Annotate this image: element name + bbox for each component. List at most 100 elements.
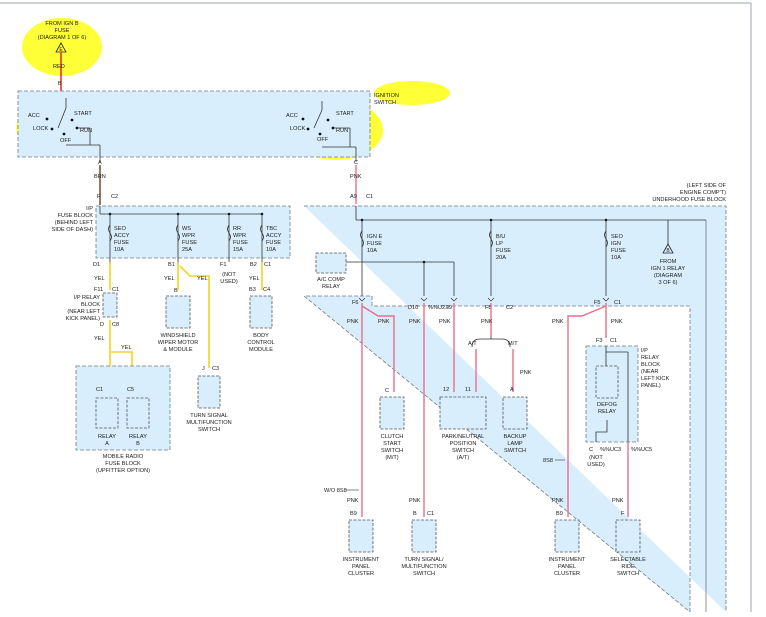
pin-c1-relay-a: C1 bbox=[96, 387, 103, 393]
uh-fuse-3-l2: IGN bbox=[611, 241, 621, 247]
ip-relay-right-l3: BLOCK bbox=[641, 362, 660, 368]
at-label: A/T bbox=[468, 341, 477, 347]
left-acc-label: ACC bbox=[28, 113, 40, 119]
not-used-right-l1: (NOT bbox=[589, 455, 603, 461]
source-fuse-label-2: FUSE bbox=[55, 28, 70, 34]
pin-b2: B2 bbox=[250, 262, 257, 268]
ip-fuse-3-l1: RR bbox=[233, 226, 241, 232]
uh-fuse-2-l3: FUSE bbox=[496, 248, 511, 254]
pin-u9: %%U2Ǝ9 bbox=[428, 305, 452, 311]
cluster2-l1: INSTRUMENT bbox=[549, 557, 586, 563]
ip-fuse-1-l4: 10A bbox=[114, 247, 124, 253]
uh-fuse-1-l2: FUSE bbox=[367, 241, 382, 247]
mobile-radio-label-2: FUSE BLOCK bbox=[105, 461, 141, 467]
not-used-right-l2: USED) bbox=[587, 462, 605, 468]
selectable-ride-switch bbox=[615, 519, 641, 553]
yellow-label-b1: YEL bbox=[164, 276, 175, 282]
yellow-label-branch: YEL bbox=[121, 345, 132, 351]
at-mt-bracket bbox=[471, 335, 511, 348]
ip-relay-right-l5: LEFT KICK bbox=[641, 376, 669, 382]
ride-l1: SELECTABLE bbox=[610, 557, 646, 563]
pink-label-u9: PNK bbox=[439, 319, 451, 325]
pin-c1-b2: C1 bbox=[264, 262, 271, 268]
park-neutral-switch bbox=[439, 396, 487, 430]
pin-b9-2: B9 bbox=[556, 511, 563, 517]
bcm-label-2: CONTROL bbox=[247, 340, 274, 346]
pin-c-ign: C bbox=[354, 160, 358, 166]
pink-label-cluster1: PNK bbox=[347, 498, 359, 504]
ip-fuse-4-l2: ACCY bbox=[266, 233, 282, 239]
red-wire-label: RED bbox=[53, 64, 65, 70]
uh-fuse-2-l4: 20A bbox=[496, 255, 506, 261]
backup-l2: LAMP bbox=[507, 441, 523, 447]
pin-b1: B1 bbox=[168, 262, 175, 268]
uh-fuse-2-l2: LP bbox=[496, 241, 503, 247]
yellow-label-d1: YEL bbox=[94, 276, 105, 282]
backup-l3: SWITCH bbox=[504, 448, 526, 454]
relay-a-label-1: RELAY bbox=[98, 434, 116, 440]
pin-c5-relay-b: C5 bbox=[127, 387, 134, 393]
pin-f1: F1 bbox=[220, 262, 227, 268]
ip-relay-block-left bbox=[102, 292, 118, 318]
right-run-label: RUN bbox=[336, 128, 348, 134]
ip-relay-left-l4: KICK PANEL) bbox=[66, 316, 101, 322]
right-acc-label: ACC bbox=[286, 113, 298, 119]
turn-bottom-l1: TURN SIGNAL/ bbox=[404, 557, 444, 563]
ign1-l3: (DIAGRAM bbox=[654, 273, 682, 279]
windshield-wiper-motor bbox=[165, 295, 191, 329]
pin-c1-f11: C1 bbox=[112, 287, 119, 293]
mobile-radio-label-3: (UPFITTER OPTION) bbox=[96, 468, 150, 474]
clutch-start-switch bbox=[379, 396, 405, 430]
ip-fuse-3-l3: FUSE bbox=[233, 240, 248, 246]
pin-c-defog: C bbox=[589, 447, 593, 453]
ip-fuse-block-label-3: (BEHIND LEFT bbox=[55, 220, 94, 226]
ip-relay-left-l3: (NEAR LEFT bbox=[67, 309, 100, 315]
turn-signal-switch-left bbox=[197, 375, 221, 409]
ac-relay-l1: A/C COMP bbox=[317, 277, 345, 283]
mt-label: M/T bbox=[508, 341, 518, 347]
pink-label-selectable: PNK bbox=[612, 498, 624, 504]
cluster2-l3: CLUSTER bbox=[554, 571, 580, 577]
uh-fuse-3-l4: 10A bbox=[611, 255, 621, 261]
right-lock-label: LOCK bbox=[290, 126, 306, 132]
pink-label-f8: PNK bbox=[481, 319, 493, 325]
pin-a9: A9 bbox=[350, 194, 357, 200]
uh-fuse-3-l3: FUSE bbox=[611, 248, 626, 254]
ip-fuse-2-l2: WPR bbox=[182, 233, 195, 239]
pin-d1: D1 bbox=[93, 262, 100, 268]
pink-label-turn-bottom: PNK bbox=[409, 498, 421, 504]
underhood-label-2: ENGINE COMP'T) bbox=[680, 190, 726, 196]
uh-fuse-2-l1: B/U bbox=[496, 234, 505, 240]
pin-b-wiper: B bbox=[174, 288, 178, 294]
ip-relay-left-l2: BLOCK bbox=[81, 302, 100, 308]
pin-c3: C3 bbox=[212, 366, 219, 372]
clutch-l1: CLUTCH bbox=[381, 434, 404, 440]
cluster1-l1: INSTRUMENT bbox=[343, 557, 380, 563]
ign1-triangle-label: B bbox=[666, 248, 670, 254]
pin-f3: F3 bbox=[596, 338, 603, 344]
pink-label-f5: PNK bbox=[611, 319, 623, 325]
pin-d-relay: D bbox=[100, 322, 104, 328]
pin-f6: F6 bbox=[352, 300, 359, 306]
ip-fuses: SEO ACCY FUSE 10A WS WPR FUSE 25A RR WPR… bbox=[108, 212, 282, 262]
uh-fuse-1-l1: IGN E bbox=[367, 234, 382, 240]
pin-11: 11 bbox=[465, 387, 471, 393]
ip-fuse-2-l3: FUSE bbox=[182, 240, 197, 246]
underhood-label-3: UNDERHOOD FUSE BLOCK bbox=[652, 197, 726, 203]
pin-f5: F5 bbox=[594, 300, 601, 306]
pin-b-top: B bbox=[58, 81, 62, 87]
ip-fuse-4-l3: FUSE bbox=[266, 240, 281, 246]
pin-f-ride: F bbox=[621, 511, 625, 517]
cluster2-l2: PANEL bbox=[558, 564, 576, 570]
right-start-label: START bbox=[336, 111, 354, 117]
ignition-switch-block bbox=[17, 90, 371, 158]
backup-l1: BACKUP bbox=[503, 434, 526, 440]
turn-signal-switch-bottom bbox=[411, 519, 437, 553]
pink-wire-clutch bbox=[361, 305, 395, 392]
instrument-panel-cluster-2 bbox=[554, 519, 580, 553]
ignition-switch-right: ACC LOCK OFF START RUN bbox=[286, 101, 357, 162]
clutch-l4: (M/T) bbox=[385, 455, 398, 461]
ac-comp-relay bbox=[315, 252, 347, 274]
pin-12: 12 bbox=[443, 387, 449, 393]
ip-fuse-block bbox=[95, 205, 291, 259]
